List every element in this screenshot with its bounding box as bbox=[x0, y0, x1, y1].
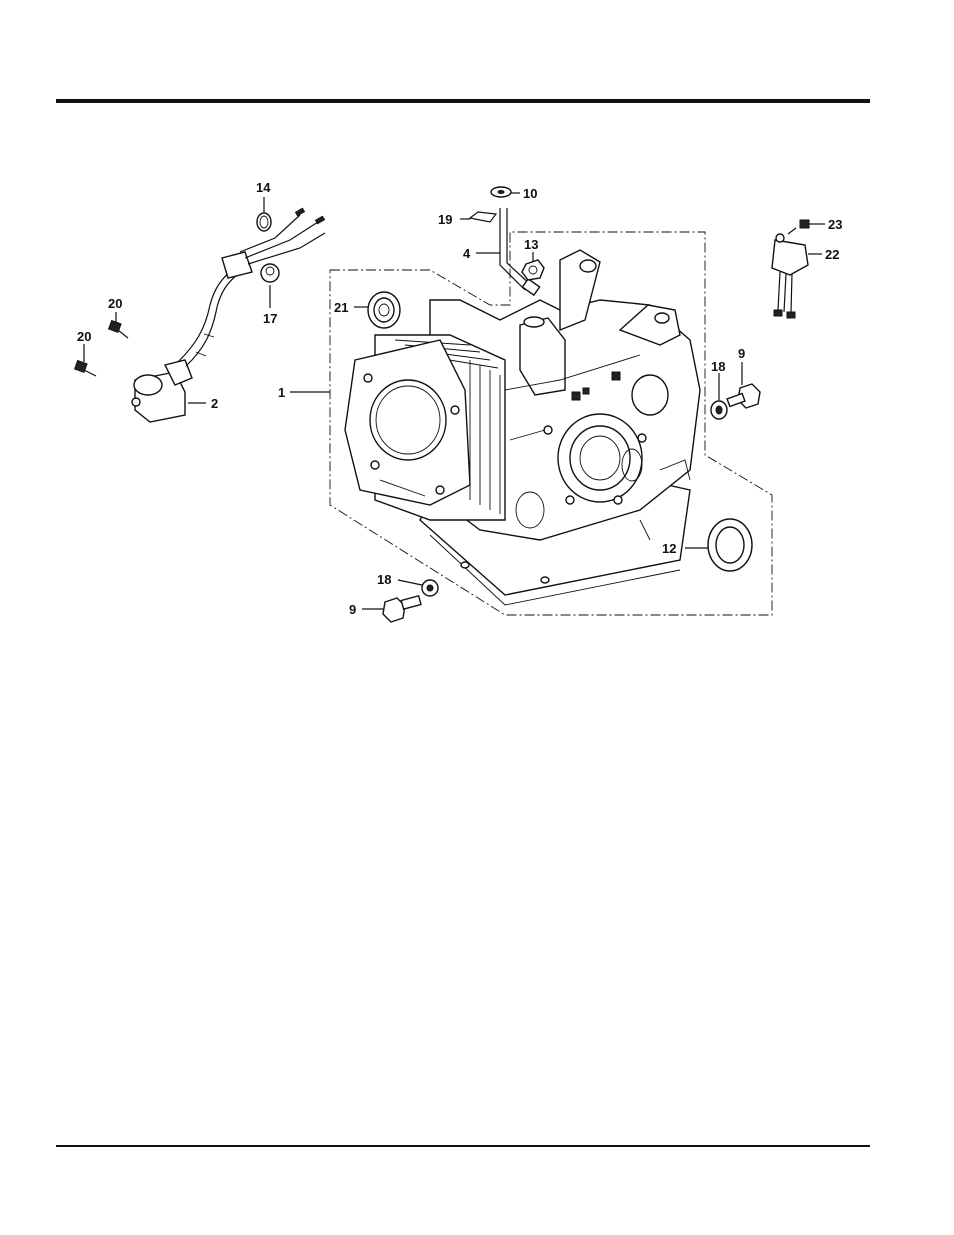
callout-17: 17 bbox=[263, 311, 277, 326]
part-18-washer-bottom bbox=[422, 580, 438, 596]
part-20-bolt-upper bbox=[109, 321, 128, 338]
callout-13: 13 bbox=[524, 237, 538, 252]
callout-12: 12 bbox=[662, 541, 676, 556]
callout-22: 22 bbox=[825, 247, 839, 262]
callout-1: 1 bbox=[278, 385, 285, 400]
part-21-bearing bbox=[368, 292, 400, 328]
callout-20-upper: 20 bbox=[108, 296, 122, 311]
callout-9-right: 9 bbox=[738, 346, 745, 361]
part-9-bolt-right bbox=[727, 384, 760, 408]
part-13-nut bbox=[522, 260, 544, 280]
part-9-bolt-bottom bbox=[383, 596, 421, 622]
part-18-washer-right bbox=[711, 401, 727, 419]
callout-20-lower: 20 bbox=[77, 329, 91, 344]
callout-21: 21 bbox=[334, 300, 348, 315]
part-19-clip bbox=[470, 212, 496, 222]
part-17-grommet bbox=[261, 264, 279, 282]
part-20-bolt-lower bbox=[75, 361, 96, 376]
callout-23: 23 bbox=[828, 217, 842, 232]
callout-2: 2 bbox=[211, 396, 218, 411]
callout-4: 4 bbox=[463, 246, 471, 261]
callout-9-bottom: 9 bbox=[349, 602, 356, 617]
part-23-screw bbox=[788, 220, 809, 234]
callout-18-bottom: 18 bbox=[377, 572, 391, 587]
callout-19: 19 bbox=[438, 212, 452, 227]
callout-14: 14 bbox=[256, 180, 271, 195]
callout-10: 10 bbox=[523, 186, 537, 201]
ignition-coil bbox=[132, 208, 325, 422]
part-22-module bbox=[772, 234, 808, 318]
part-10-washer bbox=[491, 187, 511, 197]
callout-18-right: 18 bbox=[711, 359, 725, 374]
part-12-oil-seal bbox=[708, 519, 752, 571]
